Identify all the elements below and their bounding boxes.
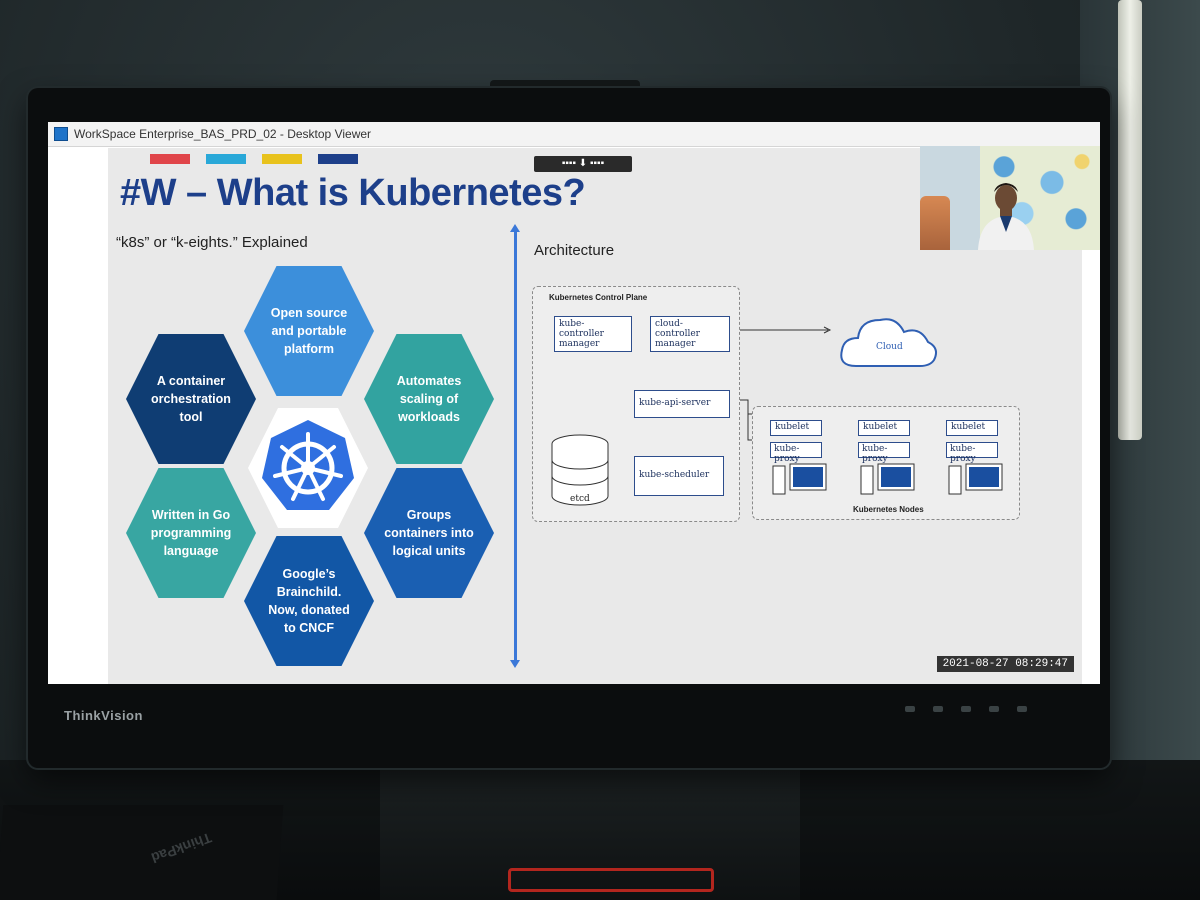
accent-bar-blue (318, 154, 358, 164)
node-1-kube-proxy: kube-proxy (770, 442, 822, 464)
node-2-kube-proxy: kube-proxy (858, 442, 910, 464)
slide-divider (510, 224, 520, 668)
etcd-label: etcd (570, 494, 590, 504)
monitor-stand (380, 770, 800, 900)
viewer-toolbar-handle[interactable]: ▪▪▪▪ ⬇ ▪▪▪▪ (534, 156, 632, 172)
slide-subtitle: “k8s” or “k-eights.” Explained (116, 234, 308, 251)
laptop (0, 805, 284, 900)
kubernetes-wheel-icon (262, 420, 354, 510)
hex-open-source: Open source and portable platform (244, 266, 374, 396)
hex-written-in-go: Written in Go programming language (126, 468, 256, 598)
kube-controller-manager: kube-controller manager (554, 316, 632, 352)
cloud-controller-manager: cloud-controller manager (650, 316, 730, 352)
hex-groups-containers: Groups containers into logical units (364, 468, 494, 598)
stand-red-trim (508, 868, 714, 892)
architecture-heading: Architecture (534, 242, 615, 259)
osd-button[interactable] (961, 706, 971, 712)
hex-label: Google’s Brainchild. Now, donated to CNC… (268, 566, 350, 636)
osd-button[interactable] (1017, 706, 1027, 712)
kube-api-server: kube-api-server (634, 390, 730, 418)
cloud-label: Cloud (876, 342, 903, 352)
video-plant (920, 196, 950, 250)
window-title: WorkSpace Enterprise_BAS_PRD_02 - Deskto… (74, 127, 372, 141)
hex-label: Open source and portable platform (270, 305, 348, 357)
node-2-computer-icon (860, 463, 915, 495)
hex-automates-scaling: Automates scaling of workloads (364, 334, 494, 464)
slide-title: #W – What is Kubernetes? (120, 172, 586, 214)
accent-bar-red (150, 154, 190, 164)
participant-video[interactable] (920, 146, 1100, 250)
monitor-osd-buttons (905, 706, 1027, 712)
nodes-title: Kubernetes Nodes (853, 505, 924, 514)
accent-bars (150, 154, 358, 164)
hex-container-orchestration: A container orchestration tool (126, 334, 256, 464)
workspace-app-icon (54, 127, 68, 141)
osd-button[interactable] (905, 706, 915, 712)
viewer-titlebar: WorkSpace Enterprise_BAS_PRD_02 - Deskto… (48, 122, 1100, 147)
node-1-computer-icon (772, 463, 827, 495)
kube-scheduler: kube-scheduler (634, 456, 724, 496)
node-3-kube-proxy: kube-proxy (946, 442, 998, 464)
node-3-computer-icon (948, 463, 1003, 495)
hex-google-brainchild: Google’s Brainchild. Now, donated to CNC… (244, 536, 374, 666)
hex-label: A container orchestration tool (151, 373, 231, 425)
node-3-kubelet: kubelet (946, 420, 998, 436)
hex-label: Automates scaling of workloads (396, 373, 462, 425)
control-plane-title: Kubernetes Control Plane (549, 293, 648, 302)
cloud-icon (840, 318, 937, 367)
node-2-kubelet: kubelet (858, 420, 910, 436)
accent-bar-cyan (206, 154, 246, 164)
osd-button[interactable] (933, 706, 943, 712)
node-1-kubelet: kubelet (770, 420, 822, 436)
osd-button[interactable] (989, 706, 999, 712)
monitor-brand: ThinkVision (64, 708, 143, 723)
etcd-database-icon (551, 434, 609, 506)
wall-pipe (1118, 0, 1142, 440)
timestamp: 2021-08-27 08:29:47 (936, 656, 1074, 672)
hex-label: Groups containers into logical units (384, 507, 474, 559)
accent-bar-yellow (262, 154, 302, 164)
participant-avatar (978, 183, 1034, 250)
presentation-slide: #W – What is Kubernetes? “k8s” or “k-eig… (108, 148, 1082, 684)
hex-label: Written in Go programming language (150, 507, 232, 559)
monitor-screen: WorkSpace Enterprise_BAS_PRD_02 - Deskto… (48, 122, 1100, 684)
